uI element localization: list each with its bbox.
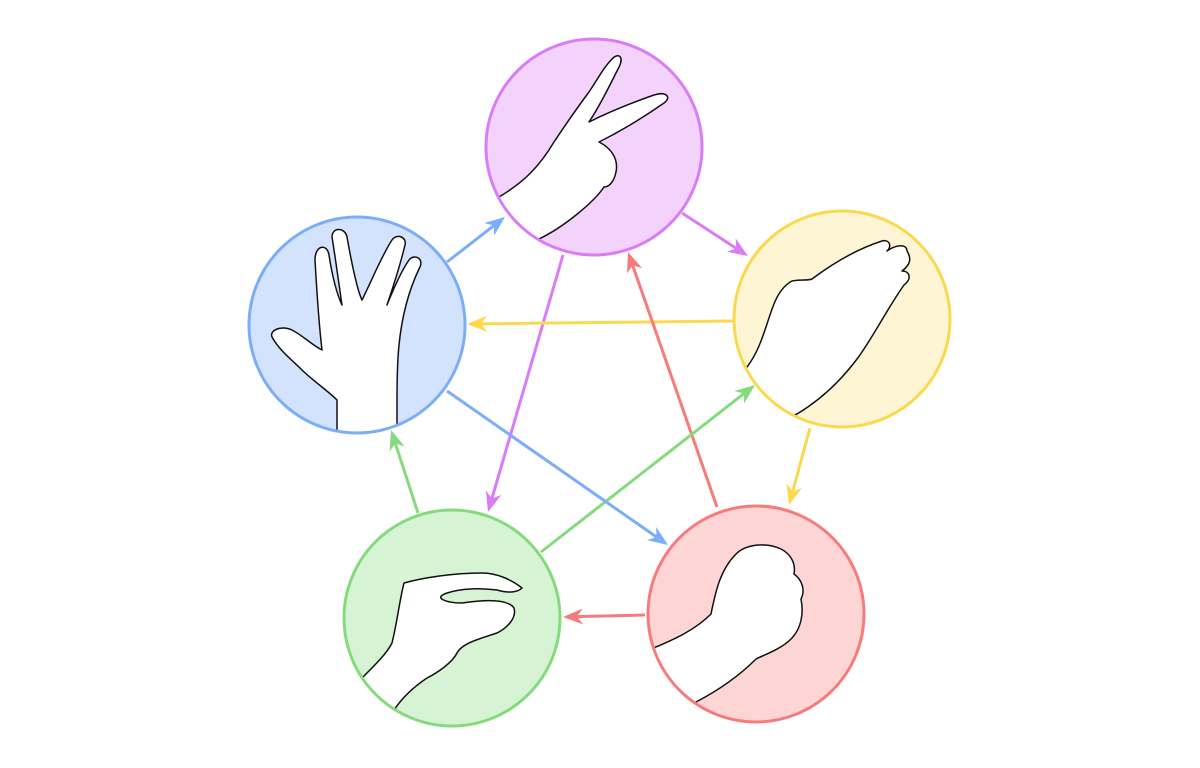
arrowhead	[786, 483, 802, 505]
arrow-line	[393, 442, 420, 514]
arrow-spock-to-scissors	[446, 217, 505, 264]
arrowhead	[389, 430, 405, 452]
arrow-line	[791, 427, 812, 492]
arrow-rock-to-lizard	[563, 608, 646, 625]
nodes	[247, 37, 952, 728]
arrow-paper-to-rock	[786, 427, 812, 505]
arrowhead	[467, 315, 488, 332]
scissors-hand-icon	[486, 55, 669, 255]
arrow-spock-to-rock	[446, 389, 668, 545]
rock-ring	[646, 504, 866, 724]
arrowhead	[647, 527, 668, 545]
spock-ring	[247, 215, 467, 435]
arrow-line	[480, 319, 734, 326]
arrowhead	[563, 608, 584, 625]
arrowhead	[734, 385, 755, 404]
scissors-ring	[484, 37, 704, 257]
arrow-line	[576, 613, 646, 619]
arrowhead	[627, 252, 643, 274]
paper-hand-icon	[734, 239, 911, 427]
arrow-line	[446, 389, 658, 539]
arrow-rock-to-scissors	[627, 252, 719, 508]
edges	[389, 211, 812, 625]
arrow-paper-to-spock	[467, 315, 734, 332]
lizard-ring	[342, 508, 562, 728]
arrowhead	[726, 238, 748, 256]
spock-hand-icon	[249, 228, 422, 433]
arrowhead	[484, 217, 505, 236]
arrow-line	[681, 211, 738, 250]
arrow-scissors-to-lizard	[485, 254, 565, 512]
arrow-line	[446, 224, 495, 264]
paper-ring	[732, 209, 952, 429]
node-scissors	[484, 37, 704, 257]
node-paper	[732, 209, 952, 429]
node-spock	[247, 215, 467, 435]
arrow-line	[631, 264, 719, 508]
arrow-lizard-to-spock	[389, 430, 420, 514]
node-rock	[646, 504, 866, 724]
arrowhead	[485, 490, 502, 512]
arrow-lizard-to-paper	[540, 385, 755, 554]
arrow-line	[490, 254, 565, 499]
arrow-line	[540, 392, 745, 554]
arrow-scissors-to-paper	[681, 211, 748, 256]
node-lizard	[342, 508, 562, 728]
